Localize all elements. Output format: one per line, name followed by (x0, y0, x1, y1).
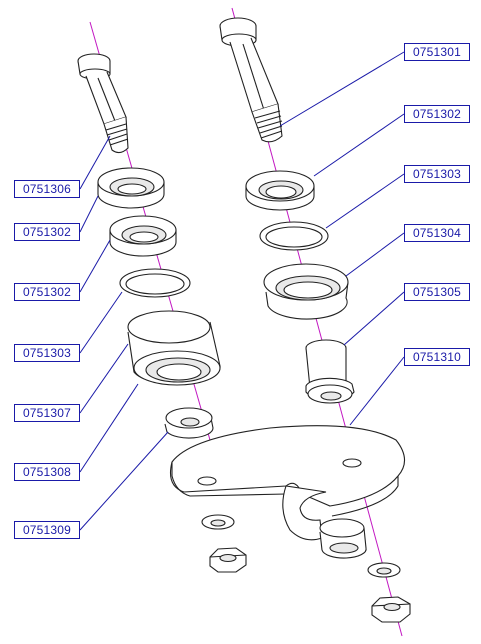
nut-left (209, 547, 247, 573)
bolt-0751306 (77, 53, 129, 154)
label-0751302-left-a: 0751302 (14, 223, 80, 241)
washer-0751303-right (259, 221, 329, 251)
label-0751301: 0751301 (404, 43, 470, 61)
label-0751310: 0751310 (404, 348, 470, 366)
washer-small-right (367, 562, 401, 578)
label-0751305: 0751305 (404, 283, 470, 301)
bracket-0751310 (169, 425, 406, 559)
washer-0751303-left (119, 268, 191, 298)
label-0751304: 0751304 (404, 224, 470, 242)
label-0751303-right: 0751303 (404, 165, 470, 183)
label-0751307: 0751307 (14, 404, 80, 422)
label-0751309: 0751309 (14, 521, 80, 539)
nut-right (371, 596, 411, 623)
label-0751302-left-b: 0751302 (14, 283, 80, 301)
bearing-0751302-right (245, 170, 315, 211)
bolt-0751301 (219, 17, 283, 143)
leader-lines (79, 51, 405, 531)
label-0751303-left: 0751303 (14, 344, 80, 362)
bearing-0751302-left-b (109, 215, 177, 257)
bushing-0751304 (263, 263, 349, 320)
bushing-0751307 (127, 310, 221, 386)
washer-small-left (201, 514, 235, 530)
label-0751306: 0751306 (14, 180, 80, 198)
label-0751308: 0751308 (14, 463, 80, 481)
bearing-0751302-left-a (97, 167, 165, 209)
label-0751302-right: 0751302 (404, 105, 470, 123)
spacer-0751308 (164, 407, 214, 439)
sleeve-0751305 (305, 339, 355, 404)
